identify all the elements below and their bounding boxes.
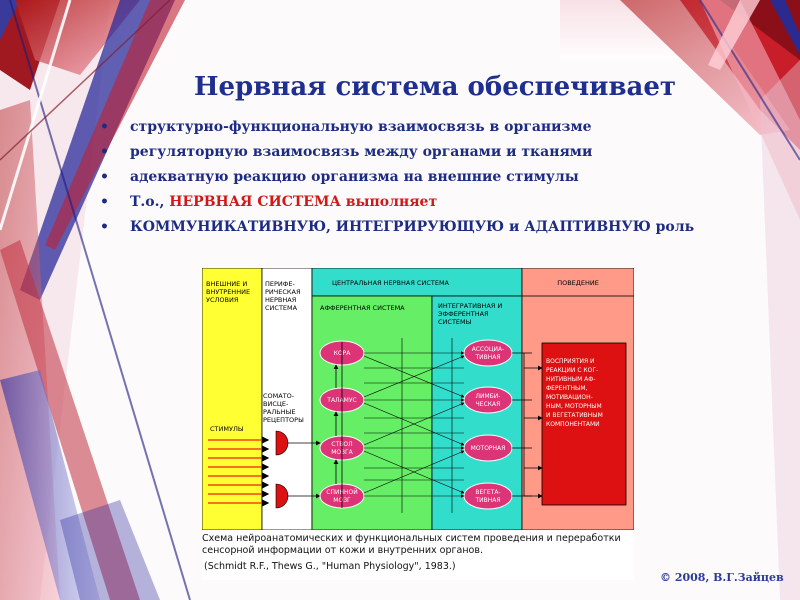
- behavior-box-text: НИТИВНЫМ АФ-: [546, 376, 596, 383]
- external-conditions-label: УСЛОВИЯ: [206, 296, 238, 304]
- bullet-item: КОММУНИКАТИВНУЮ, ИНТЕГРИРУЮЩУЮ и АДАПТИВ…: [100, 218, 760, 237]
- integrative-label: СИСТЕМЫ: [438, 318, 472, 326]
- efferent-node: [463, 339, 513, 367]
- afferent-node-label: КОРА: [334, 350, 352, 357]
- receptors-label: ВИСЦЕ-: [263, 400, 289, 408]
- efferent-node: [463, 482, 513, 510]
- figure-caption: Схема нейроанатомических и функциональны…: [202, 533, 634, 573]
- afferent-node-label: МОЗГА: [331, 449, 353, 456]
- efferent-node-label: ВЕГЕТА-: [475, 489, 500, 496]
- slide-title: Нервная система обеспечивает: [193, 72, 677, 102]
- peripheral-label: ПЕРИФЕ-: [265, 280, 295, 288]
- peripheral-label: СИСТЕМА: [265, 304, 298, 312]
- behavior-box-text: НЫМ, МОТОРНЫМ: [546, 403, 602, 410]
- receptors-label: СОМАТО-: [263, 392, 295, 400]
- efferent-node-label: ЧЕСКАЯ: [476, 401, 501, 408]
- behavior-box-text: ВОСПРИЯТИЯ И: [546, 358, 595, 365]
- integrative-label: ИНТЕГРАТИВНАЯ И: [438, 302, 502, 310]
- behavior-box-text: МОТИВАЦИОН-: [546, 394, 593, 401]
- efferent-node-label: ТИВНАЯ: [474, 354, 500, 361]
- behavior-box-text: КОМПОНЕНТАМИ: [546, 421, 600, 428]
- efferent-node-label: ЛИМБИ-: [476, 393, 501, 400]
- peripheral-label: РИЧЕСКАЯ: [265, 288, 300, 296]
- bullet-item: регуляторную взаимосвязь между органами …: [100, 143, 760, 162]
- bullet-item: адекватную реакцию организма на внешние …: [100, 168, 760, 187]
- afferent-node-label: ТАЛАМУС: [326, 397, 356, 404]
- integrative-label: ЭФФЕРЕНТНАЯ: [438, 310, 489, 318]
- behavior-box-text: ФЕРЕНТНЫМ,: [546, 385, 588, 392]
- integration-arrow: [363, 450, 465, 494]
- caption-reference: (Schmidt R.F., Thews G., "Human Physiolo…: [204, 561, 456, 572]
- behavior-box: [541, 342, 627, 506]
- behavior-box-text: И ВЕГЕТАТИВНЫМ: [546, 412, 603, 419]
- efferent-node: [463, 386, 513, 414]
- bullet-prefix: Т.о.,: [130, 194, 170, 210]
- caption-line: Схема нейроанатомических и функциональны…: [202, 533, 621, 544]
- behavior-header: [521, 268, 634, 297]
- efferent-node-label: МОТОРНАЯ: [471, 445, 506, 452]
- bullet-list: структурно-функциональную взаимосвязь в …: [100, 118, 760, 243]
- efferent-node-label: ТИВНАЯ: [474, 497, 500, 504]
- external-conditions-label: ВНЕШНИЕ И: [206, 280, 247, 288]
- peripheral-label: НЕРВНАЯ: [265, 296, 296, 304]
- bullet-item: структурно-функциональную взаимосвязь в …: [100, 118, 760, 137]
- integration-arrow: [363, 402, 465, 446]
- behavior-box-text: РЕАКЦИИ С КОГ-: [546, 367, 598, 374]
- cns-label: ЦЕНТРАЛЬНАЯ НЕРВНАЯ СИСТЕМА: [332, 279, 450, 287]
- stimuli-label: СТИМУЛЫ: [210, 425, 244, 433]
- efferent-node-label: АССОЦИА-: [472, 346, 505, 353]
- external-conditions-label: ВНУТРЕННИЕ: [206, 288, 250, 296]
- caption-line: сенсорной информации от кожи и внутренни…: [202, 545, 483, 556]
- receptor-shape: [275, 483, 289, 509]
- copyright: © 2008, В.Г.Зайцев: [660, 571, 784, 584]
- bullet-item: Т.о., НЕРВНАЯ СИСТЕМА выполняет: [100, 193, 760, 212]
- external-conditions-column: [202, 268, 263, 530]
- receptors-label: РЕЦЕПТОРЫ: [263, 416, 304, 424]
- receptor-shape: [275, 430, 289, 456]
- behavior-label: ПОВЕДЕНИЕ: [557, 279, 599, 287]
- integration-arrow: [363, 355, 465, 398]
- afferent-label: АФФЕРЕНТНАЯ СИСТЕМА: [320, 304, 405, 312]
- receptors-label: РАЛЬНЫЕ: [263, 408, 295, 416]
- bullet-highlight: НЕРВНАЯ СИСТЕМА выполняет: [169, 194, 438, 210]
